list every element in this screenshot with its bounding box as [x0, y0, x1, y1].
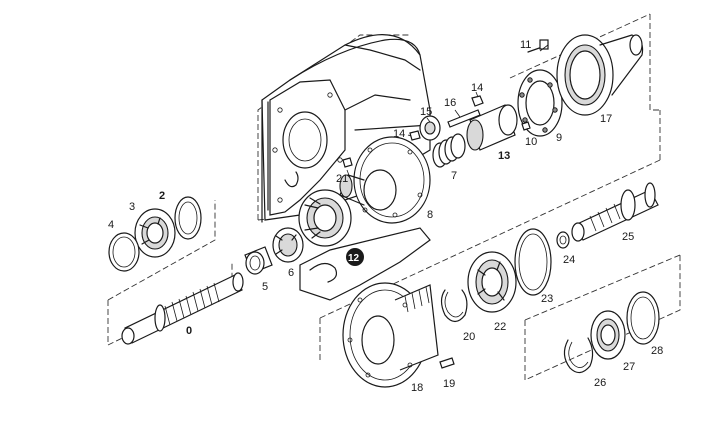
label-part-22: 22: [494, 321, 506, 333]
part-28-ring: [626, 291, 660, 345]
part-11-bolt: [527, 39, 549, 53]
part-8-hub: [339, 136, 431, 224]
label-part-21: 21: [336, 173, 348, 185]
part-15-gear: [419, 115, 441, 141]
part-21-bolt: [342, 157, 353, 168]
part-24-ring: [556, 231, 570, 249]
label-part-9: 9: [556, 132, 562, 144]
part-13-sleeve-gear: [466, 104, 518, 151]
part-3-bearing: [134, 208, 176, 258]
part-14-nut-right: [471, 95, 484, 107]
part-20-circlip: [440, 289, 468, 323]
part-2-ring: [174, 196, 202, 240]
part-10-pin: [521, 121, 531, 131]
part-23-seal-ring: [514, 228, 552, 296]
part-16-pin: [447, 109, 481, 128]
part-25-output-shaft: [571, 182, 659, 242]
label-part-5: 5: [262, 281, 268, 293]
part-26-circlip: [563, 337, 594, 374]
part-17-ring-gear: [556, 34, 644, 116]
label-part-17: 17: [600, 113, 612, 125]
part-9-flange-ring: [517, 69, 563, 137]
label-part-7: 7: [451, 170, 457, 182]
part-0-input-shaft: [121, 272, 244, 345]
label-part-13: 13: [498, 150, 510, 162]
label-part-24: 24: [563, 254, 575, 266]
label-part-4: 4: [108, 219, 114, 231]
part-7-spring: [432, 133, 466, 168]
label-part-27: 27: [623, 361, 635, 373]
part-22-bearing: [467, 251, 517, 313]
label-part-2: 2: [159, 190, 165, 202]
label-part-20: 20: [463, 331, 475, 343]
part-labels: 0 2 3 4 5 6 7 8 9 10 11 12 13 14 14 15 1…: [108, 39, 663, 394]
part-5-sleeve: [244, 246, 273, 275]
part-14-bolt-left: [409, 130, 421, 141]
group-frame-right-top: [319, 110, 661, 360]
label-part-19: 19: [443, 378, 455, 390]
label-part-14-left: 14: [393, 128, 405, 140]
label-part-11: 11: [520, 39, 531, 51]
label-part-8: 8: [427, 209, 433, 221]
label-part-23: 23: [541, 293, 553, 305]
label-part-15: 15: [420, 106, 432, 118]
part-6-bearing-gear: [272, 189, 352, 263]
label-part-0: 0: [186, 325, 192, 337]
label-part-25: 25: [622, 231, 634, 243]
label-part-26: 26: [594, 377, 606, 389]
label-part-28: 28: [651, 345, 663, 357]
label-part-10: 10: [525, 136, 537, 148]
part-4-ring: [108, 232, 140, 272]
part-19-key: [439, 357, 455, 369]
label-part-18: 18: [411, 382, 423, 394]
leader-lines: [346, 44, 549, 179]
label-part-14-right: 14: [471, 82, 483, 94]
label-part-12-badge: 12: [346, 248, 364, 266]
label-part-12: 12: [348, 253, 360, 264]
label-part-16: 16: [444, 97, 456, 109]
part-18-gear-flange: [342, 282, 439, 388]
label-part-3: 3: [129, 201, 135, 213]
part-27-bearing: [590, 310, 626, 360]
part-12-cover-plate: [299, 227, 431, 301]
label-part-6: 6: [288, 267, 294, 279]
